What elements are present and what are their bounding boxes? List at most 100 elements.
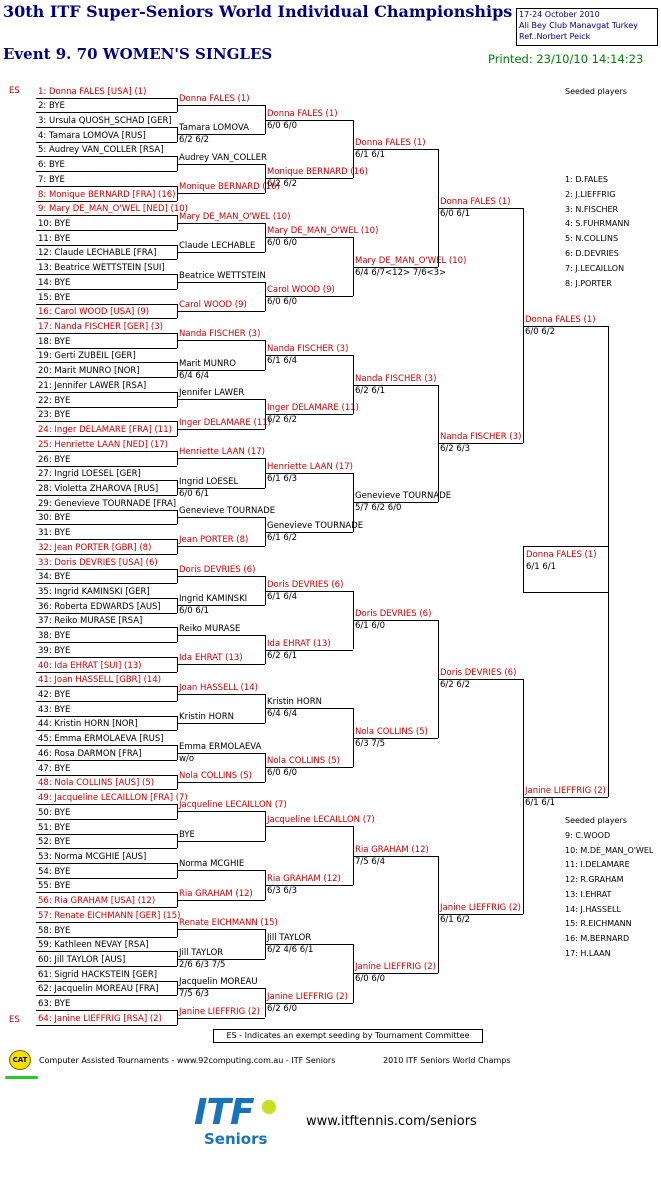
cat-logo-icon: CAT [9,1050,31,1070]
draw-entry: 55: BYE [38,881,71,892]
draw-line [265,1002,353,1004]
seeded-player-item: 11: I.DELAMARE [565,860,630,870]
winner-name: Ingrid KAMINSKI [179,594,248,605]
match-score: 6/0 6/1 [179,488,210,499]
draw-line [177,575,265,577]
seeded-player-item: 1: D.FALES [565,175,608,184]
draw-line [36,215,177,217]
draw-line [177,428,265,430]
draw-line [36,200,177,202]
match-score: 6/2 6/2 [440,679,471,690]
draw-line [36,347,177,349]
draw-line [523,207,524,444]
draw-entry: 20: Marit MUNRO [NOR] [38,366,140,377]
match-score: 6/2 6/3 [440,444,471,455]
winner-name: Nanda FISCHER (3) [440,432,522,443]
draw-entry: 39: BYE [38,645,71,656]
seeded-players-title: Seeded players [565,87,627,96]
draw-line [36,288,177,290]
draw-line [265,413,353,415]
draw-line [36,406,177,408]
draw-entry: 38: BYE [38,631,71,642]
draw-line [353,855,438,857]
draw-entry: 40: Ida EHRAT [SUI] (13) [38,660,142,671]
draw-line [265,178,353,180]
winner-name: Ida EHRAT (13) [267,638,331,649]
draw-line [353,149,438,151]
draw-line [36,848,177,850]
draw-line [36,730,177,732]
seeded-player-item: 13: I.EHRAT [565,889,612,899]
winner-name: Doris DEVRIES (6) [267,579,344,590]
draw-entry: 51: BYE [38,822,71,833]
draw-entry: 37: Reiko MURASE [RSA] [38,616,143,627]
draw-line [36,480,177,482]
draw-entry: 26: BYE [38,454,71,465]
winner-name: Janine LIEFFRIG (2) [179,1006,260,1017]
draw-line [36,656,177,658]
winner-name: Ria GRAHAM (12) [179,888,253,899]
seeded-player-item: 15: R.EICHMANN [565,919,632,929]
draw-entry: 63: BYE [38,999,71,1010]
winner-name: Jacquelin MOREAU [179,977,258,988]
draw-line [36,1010,177,1012]
draw-line [177,458,265,460]
match-score: 6/2 6/2 [267,414,298,425]
match-score: 6/2 6/1 [267,650,298,661]
draw-line [36,701,177,703]
match-score: 6/0 6/0 [267,238,298,249]
draw-line [177,723,265,725]
winner-name: Nanda FISCHER (3) [267,344,349,355]
draw-line [36,436,177,438]
tennis-ball-icon [262,1100,276,1114]
info-venue: Ali Bey Club Manavgat Turkey [519,21,638,30]
itf-website-link[interactable]: www.itftennis.com/seniors [306,1114,477,1129]
winner-name: Donna FALES (1) [355,138,426,149]
winner-name: Emma ERMOLAEVA [179,741,262,752]
winner-name: Jacqueline LECAILLON (7) [179,800,287,811]
winner-name: Mary DE_MAN_O'WEL (10) [267,226,379,237]
winner-name: Kristin HORN [179,712,234,723]
draw-line [36,612,177,614]
draw-line [36,789,177,791]
championship-footer-label: 2010 ITF Seniors World Champs [383,1056,511,1065]
winner-name: Donna FALES (1) [525,314,596,325]
draw-line [177,1017,265,1019]
winner-name: Henriette LAAN (17) [267,461,353,472]
winner-name: Donna FALES (1) [267,108,338,119]
draw-entry: 46: Rosa DARMON [FRA] [38,748,142,759]
draw-entry: 11: BYE [38,233,71,244]
winner-name: Jill TAYLOR [179,947,224,958]
draw-line [177,163,265,165]
draw-line [177,664,265,666]
draw-entry: 32: Jean PORTER [GBR] (8) [38,542,152,553]
draw-line [177,487,265,489]
draw-line [36,965,177,967]
match-score: 6/2 4/6 6/1 [267,944,314,955]
winner-name: Doris DEVRIES (6) [355,609,432,620]
draw-line [36,126,177,128]
draw-line [265,472,353,474]
winner-name: Janine LIEFFRIG (2) [355,962,436,973]
draw-line [265,943,353,945]
draw-line [177,605,265,607]
winner-name: Ria GRAHAM (12) [355,844,429,855]
match-score: 6/1 6/1 [355,150,386,161]
draw-line [36,642,177,644]
draw-entry: 16: Carol WOOD [USA] (9) [38,307,150,318]
winner-name: Claude LECHABLE [179,241,256,252]
winner-name: Nanda FISCHER (3) [355,373,437,384]
draw-line [36,509,177,511]
draw-line [608,325,609,797]
draw-line [523,325,608,327]
draw-entry: 56: Ria GRAHAM [USA] (12) [38,896,156,907]
draw-entry: 52: BYE [38,837,71,848]
winner-name: Doris DEVRIES (6) [179,564,256,575]
draw-line [177,274,178,289]
match-score: 6/0 6/0 [267,768,298,779]
draw-entry: 27: Ingrid LOESEL [GER] [38,469,141,480]
draw-entry: 4: Tamara LOMOVA [RUS] [38,130,146,141]
championship-title: 30th ITF Super-Seniors World Individual … [3,2,513,21]
seeded-player-item: 17: H.LAAN [565,948,611,958]
draw-line [36,141,177,143]
